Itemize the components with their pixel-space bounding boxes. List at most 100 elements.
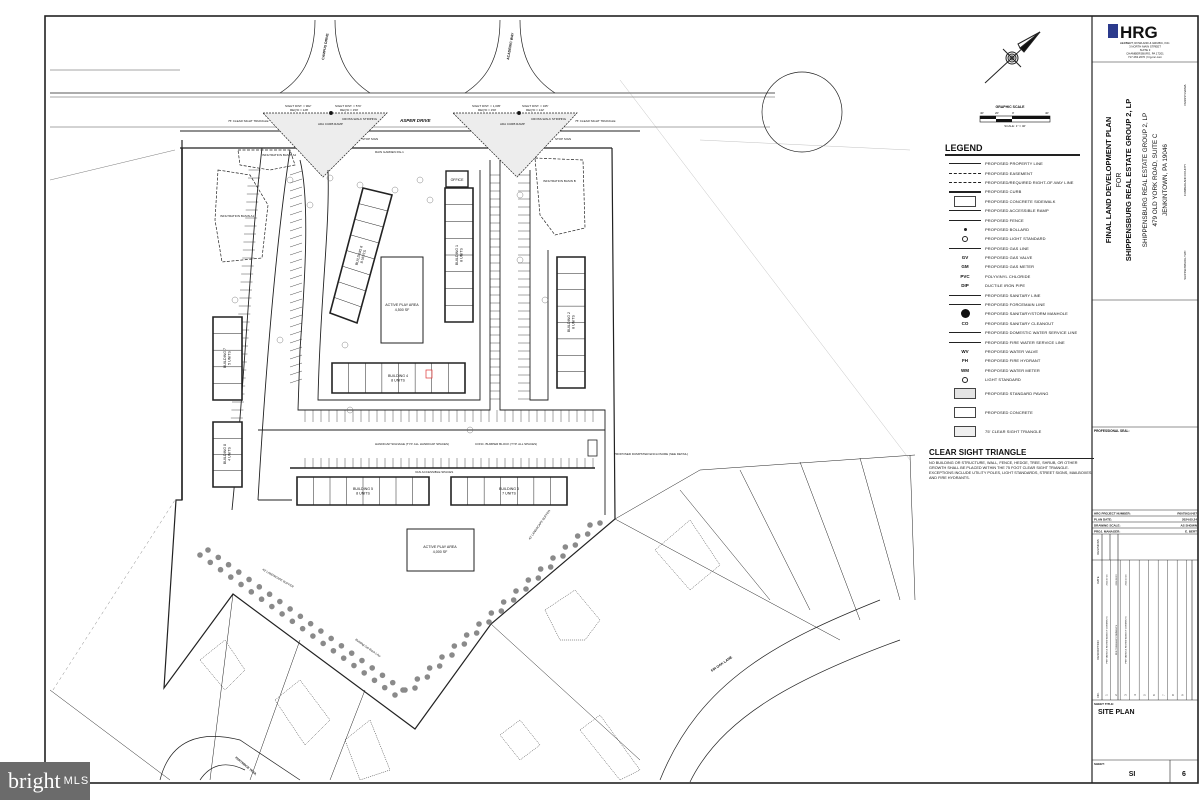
parking-stripe <box>289 290 303 296</box>
legend-label: PROPOSED DOMESTIC WATER SERVICE LINE <box>985 330 1078 336</box>
owner-address: 479 OLD YORK ROAD, SUITE C <box>1152 133 1159 226</box>
street-label-academic-way: ACADEMIC WAY <box>506 32 515 60</box>
parking-stripe <box>289 274 303 280</box>
legend-item: PROPOSED ACCESSIBLE RAMP <box>945 206 1080 215</box>
legend-label: PROPOSED FIRE HYDRANT <box>985 358 1041 364</box>
building-units: 7 UNITS <box>502 492 516 496</box>
office-label: OFFICE <box>451 178 464 182</box>
legend-label: PROPOSED GAS LINE <box>985 245 1029 251</box>
landscape-buffer-note: 40' LANDSCAPE BUFFER <box>262 567 296 589</box>
building-name: BUILDING 6 <box>355 245 364 265</box>
legend-symbol-icon <box>945 332 985 334</box>
sight-distance-label: REQ'D = 150' <box>340 108 359 112</box>
legend-symbol-icon <box>945 376 985 383</box>
ada-ramp-note: ADA CURB RAMP <box>318 122 343 126</box>
tree-icon <box>451 643 458 649</box>
parking-stripe <box>289 194 303 200</box>
legend-symbol-icon <box>945 181 985 183</box>
tree-icon <box>562 544 569 550</box>
tree-icon <box>426 196 434 204</box>
accessible-unit-marker <box>425 369 433 379</box>
tree-icon <box>466 426 474 434</box>
firm-address: CHAMBERSBURG, PA 17201 <box>1126 52 1164 56</box>
revision-date: 2024.08.23 <box>1116 574 1118 586</box>
dumpster-note: PROPOSED DUMPSTER ENCLOSURE (SEE DETAIL) <box>614 452 688 456</box>
tree-icon <box>523 586 529 592</box>
play-area-size: 4,500 SF <box>395 308 410 312</box>
clear-sight-note: 75' CLEAR SIGHT TRIANGLE <box>228 119 268 123</box>
legend-symbol-icon <box>945 294 985 296</box>
parking-stripe <box>289 258 303 264</box>
parking-stripe <box>289 242 303 248</box>
revision-number: 6 <box>1152 694 1156 696</box>
legend-label: DUCTILE IRON PIPE <box>985 283 1026 289</box>
legend-label: PROPOSED SANITARY CLEANOUT <box>985 320 1054 326</box>
building-5: BUILDING 58 UNITS <box>296 476 430 506</box>
handicap-signage-note: HANDICAP SIGNAGE (TYP. ALL HANDICAP SPAC… <box>375 442 449 446</box>
tree-icon <box>597 520 603 526</box>
fir-oak-lane: FIR OAK LANE <box>659 599 901 783</box>
tree-icon <box>351 662 357 669</box>
tree-icon <box>486 619 492 625</box>
legend-swatch-item: PROPOSED CONCRETE <box>945 403 1080 422</box>
clear-sight-triangle-note: CLEAR SIGHT TRIANGLE No building or stru… <box>929 448 1094 481</box>
parking-stripe <box>289 346 303 352</box>
tree-icon <box>500 599 507 605</box>
watermark-suffix: MLS <box>63 775 90 787</box>
sight-distance-label: REQ'D = 150' <box>478 108 497 112</box>
firm-logo: HRG <box>1120 23 1158 42</box>
tree-icon <box>525 577 532 583</box>
unit-divider <box>350 234 379 244</box>
legend-item: PROPOSED GAS LINE <box>945 244 1080 253</box>
sheet-label: SHEET: <box>1094 762 1105 766</box>
tree-icon <box>310 633 316 639</box>
legend-item: PROPOSED DOMESTIC WATER SERVICE LINE <box>945 328 1080 337</box>
legend-swatch <box>954 407 976 419</box>
legend-item: FH PROPOSED FIRE HYDRANT <box>945 356 1080 365</box>
revisions-title: REVISIONS <box>1096 539 1100 554</box>
legend-label: PROPOSED/REQUIRED RIGHT-OF-WAY LINE <box>985 179 1074 185</box>
scale-tick: 0' <box>1012 111 1015 115</box>
building-6: BUILDING 68 UNITS <box>329 187 393 325</box>
legend-label: LIGHT STANDARD <box>985 377 1021 383</box>
building-name: BUILDING 2 <box>567 312 571 332</box>
building-units: 8 UNITS <box>391 379 405 383</box>
legend-label: PROPOSED GAS VALVE <box>985 255 1033 261</box>
tree-icon <box>299 625 306 632</box>
legend-symbol-icon: FH <box>962 358 968 364</box>
legend-label: PROPOSED FIRE WATER SERVICE LINE <box>985 339 1065 345</box>
tree-icon <box>297 613 304 620</box>
revision-number: 5 <box>1143 694 1147 696</box>
tree-icon <box>256 584 263 590</box>
asper-drive: ASPER DRIVE CAMPUS DRIVE ACADEMIC WAY <box>49 19 843 181</box>
tree-icon <box>550 555 556 561</box>
legend-swatch <box>954 388 976 400</box>
legend-label: PROPOSED WATER METER <box>985 367 1040 373</box>
revision-number: 3 <box>1124 694 1128 696</box>
parking-stripe <box>289 210 303 216</box>
plan-title: SHIPPENSBURG REAL ESTATE GROUP 2, LP <box>1124 99 1133 261</box>
tree-icon <box>402 687 408 693</box>
building-units: 8 UNITS <box>356 492 370 496</box>
legend-symbol-icon <box>945 163 985 165</box>
parking-stripe <box>289 354 303 360</box>
drawing-scale-label: DRAWING SCALE: <box>1094 524 1121 528</box>
internal-drives <box>231 147 606 515</box>
legend-swatch <box>954 426 976 438</box>
legend-item: PROPOSED SANITARY/STORM MANHOLE <box>945 309 1080 319</box>
plan-date-label: PLAN DATE: <box>1094 518 1112 522</box>
play-area-label: ACTIVE PLAY AREA <box>423 545 457 549</box>
infiltration-basin-a1 <box>214 169 269 263</box>
legend-item: PROPOSED SANITARY LINE <box>945 290 1080 299</box>
legend-symbol-icon <box>945 210 985 212</box>
owner-name: SHIPPENSBURG REAL ESTATE GROUP 2, LP <box>1142 113 1149 248</box>
sight-distance-label: REQ'D = 128' <box>290 108 309 112</box>
legend-item: PROPOSED CONCRETE SIDEWALK <box>945 195 1080 207</box>
legend-swatch-item: 75' CLEAR SIGHT TRIANGLE <box>945 422 1080 441</box>
sheet-id: SI <box>1129 771 1136 778</box>
tree-icon <box>225 561 232 568</box>
legend-label: PROPOSED BOLLARD <box>985 226 1030 232</box>
